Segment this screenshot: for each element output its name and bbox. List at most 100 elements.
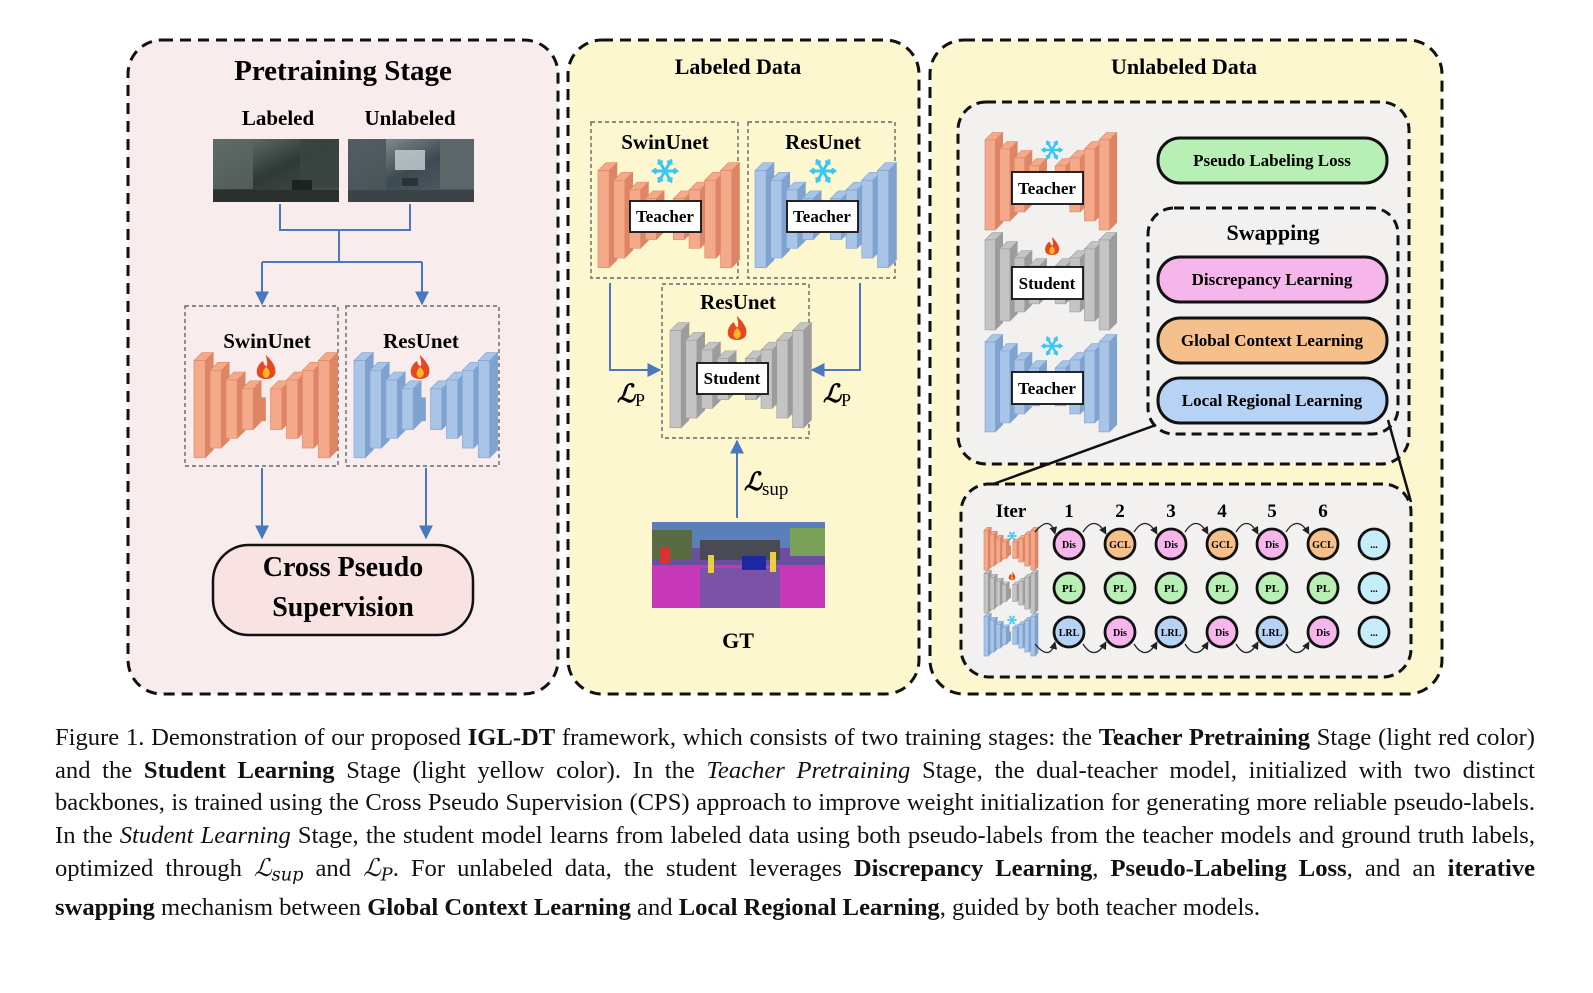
iteration-node: PL — [1052, 571, 1086, 605]
svg-text:GCL: GCL — [1109, 540, 1131, 551]
svg-text:LRL: LRL — [1161, 628, 1182, 639]
iteration-arrow — [1082, 522, 1107, 535]
gt-segmentation-image — [652, 522, 825, 608]
iteration-node: PL — [1205, 571, 1239, 605]
unlabeled-data-title: Unlabeled Data — [1111, 54, 1257, 79]
iteration-node: GCL — [1205, 527, 1239, 561]
iteration-arrow — [1082, 641, 1107, 654]
iteration-arrow — [1133, 641, 1158, 654]
caption-text: Stage (light red color) and the — [55, 724, 1535, 784]
swapping-title: Swapping — [1227, 220, 1320, 245]
caption-text: Stage, the dual-teacher model, initializ… — [55, 756, 1535, 849]
figure-caption: Figure 1. Demonstration of our proposed … — [55, 722, 1535, 925]
caption-bold: Teacher Pretraining — [1098, 724, 1310, 751]
resunet-model-icon — [353, 351, 499, 459]
iteration-number: 6 — [1318, 501, 1328, 522]
svg-text:...: ... — [1370, 628, 1378, 639]
snowflake-icon — [651, 159, 679, 183]
iteration-arrow — [1235, 641, 1259, 654]
loss-arrows — [609, 283, 861, 518]
discrepancy-learning-pill — [1156, 255, 1389, 304]
cps-label-line2: Supervision — [272, 592, 414, 623]
iteration-numbers: 1 2 3 4 5 6 — [1064, 501, 1328, 522]
caption-bold: iterative swapping — [55, 855, 1536, 922]
svg-text:GCL: GCL — [1312, 540, 1334, 551]
caption-bold: Local Regional Learning — [678, 894, 940, 922]
iteration-arrow — [1285, 641, 1310, 654]
iteration-node: PL — [1255, 571, 1289, 605]
caption-text: , — [1092, 855, 1111, 883]
caption-text: . For unlabeled data, the student levera… — [392, 855, 854, 883]
iteration-node: Dis — [1154, 527, 1188, 561]
iteration-number: 3 — [1166, 501, 1176, 522]
resunet-label: ResUnet — [383, 329, 459, 353]
iteration-node: LRL — [1154, 615, 1188, 649]
iteration-node: Dis — [1306, 615, 1340, 649]
caption-text: , guided by both teacher models. — [939, 894, 1261, 922]
teacher-resunet-label: ResUnet — [785, 130, 861, 154]
swinunet-box — [184, 305, 339, 467]
fire-icon — [727, 316, 747, 340]
fire-icon — [256, 355, 276, 379]
iteration-number: 4 — [1217, 501, 1227, 522]
caption-bold: Global Context Learning — [367, 894, 631, 922]
discrepancy-learning-label: Discrepancy Learning — [1192, 270, 1353, 289]
iteration-node: ... — [1357, 571, 1391, 605]
image-merge-connector — [255, 204, 433, 540]
swinunet-label: SwinUnet — [223, 329, 311, 353]
caption-math-sup: ℒsup — [253, 853, 304, 886]
iteration-number: 1 — [1064, 501, 1074, 522]
svg-text:GCL: GCL — [1211, 540, 1233, 551]
labeled-data-title: Labeled Data — [675, 54, 802, 79]
svg-text:PL: PL — [1113, 583, 1127, 595]
fire-icon — [1045, 237, 1060, 255]
iteration-node: Dis — [1103, 615, 1137, 649]
caption-bold: Student Learning — [143, 756, 335, 784]
svg-text:Dis: Dis — [1316, 628, 1330, 639]
caption-bold: Discrepancy Learning — [853, 855, 1093, 883]
iteration-arrow — [1184, 641, 1209, 654]
svg-text:Dis: Dis — [1265, 540, 1279, 551]
svg-text:LRL: LRL — [1059, 628, 1080, 639]
loss-sup: ℒsup — [744, 469, 788, 500]
iteration-arrow — [1184, 522, 1209, 535]
pretraining-title: Pretraining Stage — [234, 55, 452, 87]
framework-diagram: Pretraining Stage Labeled Unlabeled — [126, 38, 1444, 696]
labeled-image-label: Labeled — [242, 106, 315, 130]
iteration-node: Dis — [1052, 527, 1086, 561]
iteration-node: ... — [1357, 527, 1391, 561]
labeled-street-image — [213, 139, 339, 202]
iteration-number: 2 — [1115, 501, 1125, 522]
caption-bold: Pseudo-Labeling Loss — [1110, 855, 1347, 883]
swinunet-model-icon — [193, 351, 339, 459]
svg-text:PL: PL — [1164, 583, 1178, 595]
iteration-node: Dis — [1255, 527, 1289, 561]
zoom-connector — [984, 419, 1413, 503]
svg-text:Dis: Dis — [1164, 540, 1178, 551]
snowflake-icon — [1041, 336, 1063, 356]
resunet-box — [345, 305, 500, 467]
student-gray-mini-icon — [983, 569, 1039, 614]
iteration-arrow — [1034, 641, 1058, 654]
unlabeled-data-panel: Unlabeled Data Teacher Student Teacher P… — [928, 38, 1444, 696]
svg-text:...: ... — [1370, 540, 1378, 551]
snowflake-icon — [1041, 140, 1063, 160]
cps-box — [211, 543, 475, 637]
teacher-label: Teacher — [793, 207, 851, 226]
pseudo-labeling-loss-pill — [1156, 136, 1389, 185]
iteration-grid: Dis GCL Dis GCL Dis GCL... PL PL PL PL PL PL... LRL D… — [1034, 522, 1391, 654]
iteration-number: 5 — [1267, 501, 1277, 522]
pretraining-panel: Pretraining Stage Labeled Unlabeled — [126, 38, 560, 696]
iteration-node: ... — [1357, 615, 1391, 649]
caption-text: framework, which consists of two trainin… — [555, 724, 1099, 751]
student-label: Student — [704, 369, 761, 388]
iteration-arrow — [1034, 522, 1058, 535]
svg-text:PL: PL — [1062, 583, 1076, 595]
iteration-node: LRL — [1052, 615, 1086, 649]
snowflake-icon — [809, 159, 837, 183]
svg-text:PL: PL — [1316, 583, 1330, 595]
iteration-arrow — [1235, 522, 1259, 535]
svg-text:...: ... — [1370, 584, 1378, 595]
svg-text:Dis: Dis — [1113, 628, 1127, 639]
iteration-arrow — [1285, 522, 1310, 535]
